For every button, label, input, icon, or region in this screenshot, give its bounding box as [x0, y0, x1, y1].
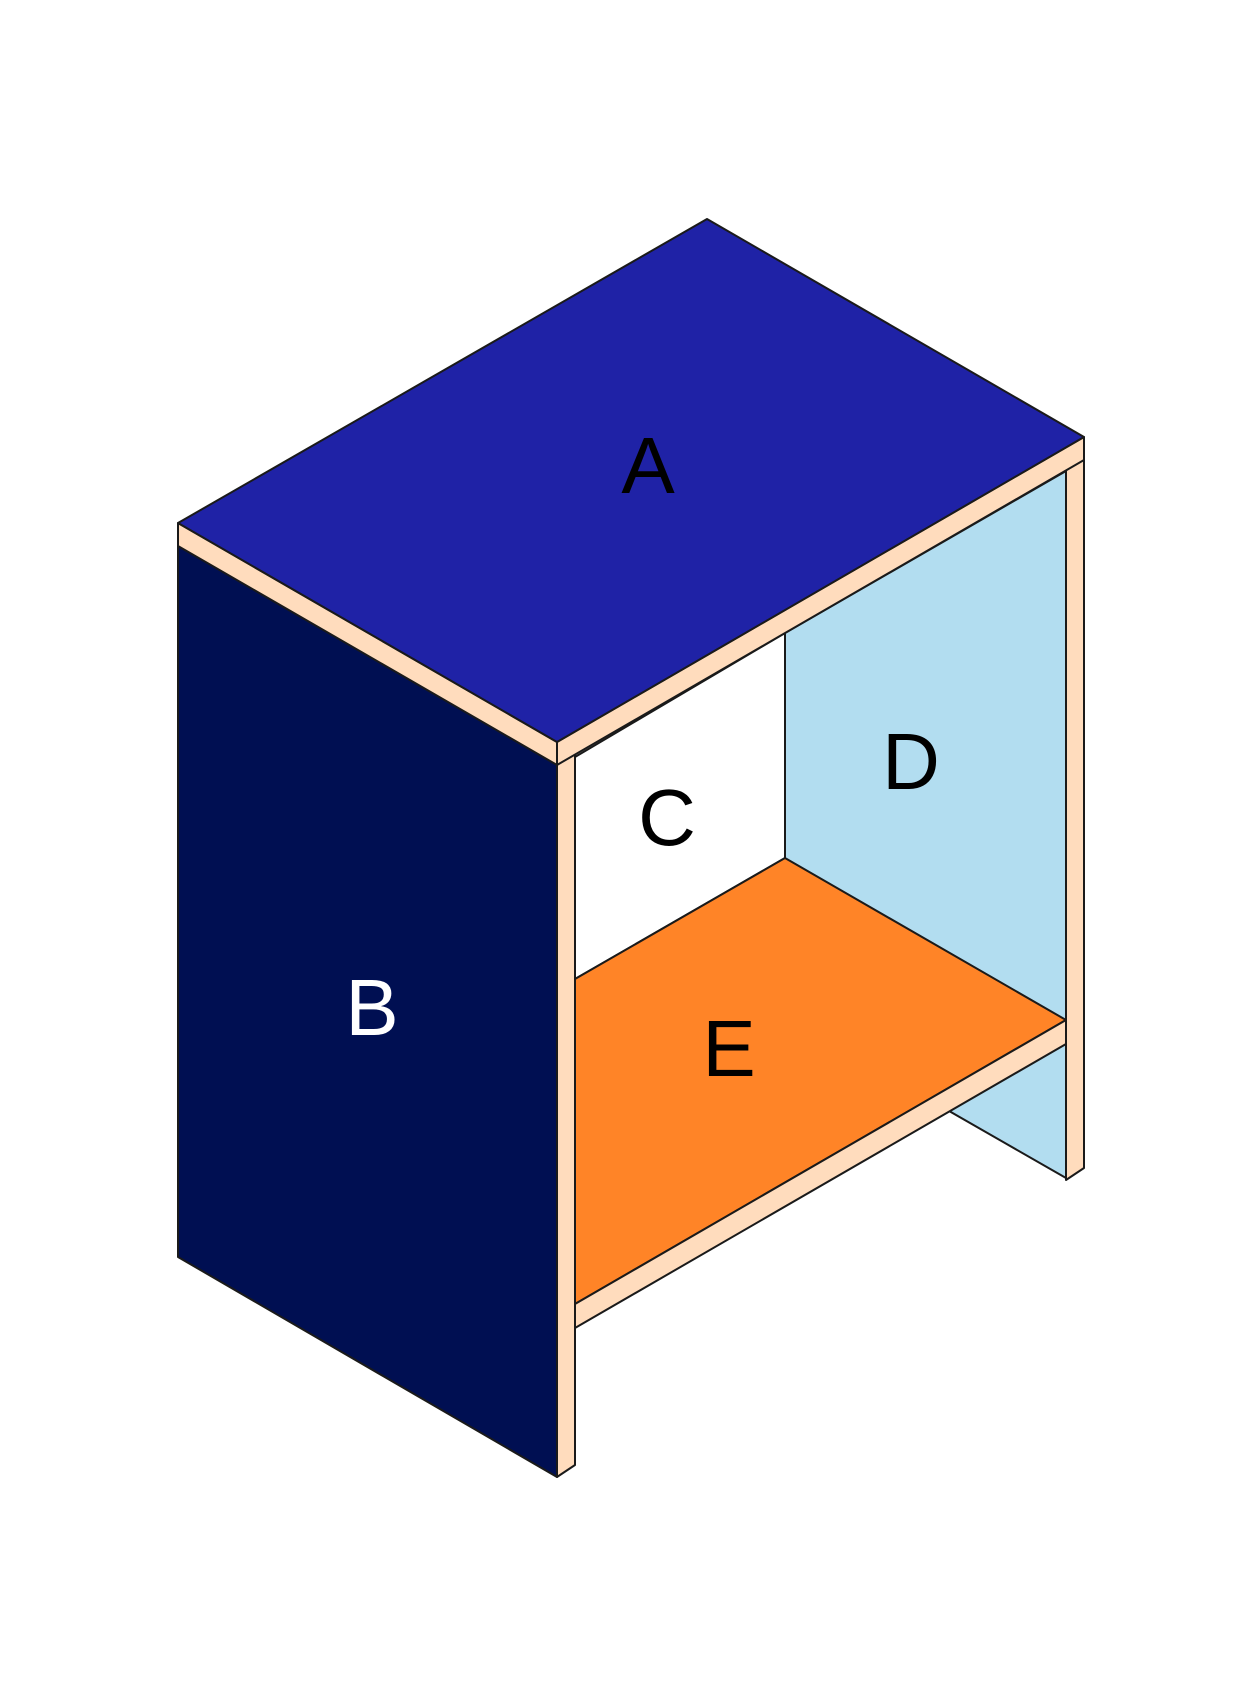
panel-a — [177, 218, 1085, 743]
label-c: C — [638, 773, 696, 862]
label-e: E — [702, 1004, 755, 1093]
label-a: A — [621, 421, 675, 510]
label-d: D — [882, 717, 940, 806]
left-board-edge — [556, 751, 576, 1478]
right-board-edge — [1065, 447, 1085, 1181]
label-b: B — [345, 963, 398, 1052]
